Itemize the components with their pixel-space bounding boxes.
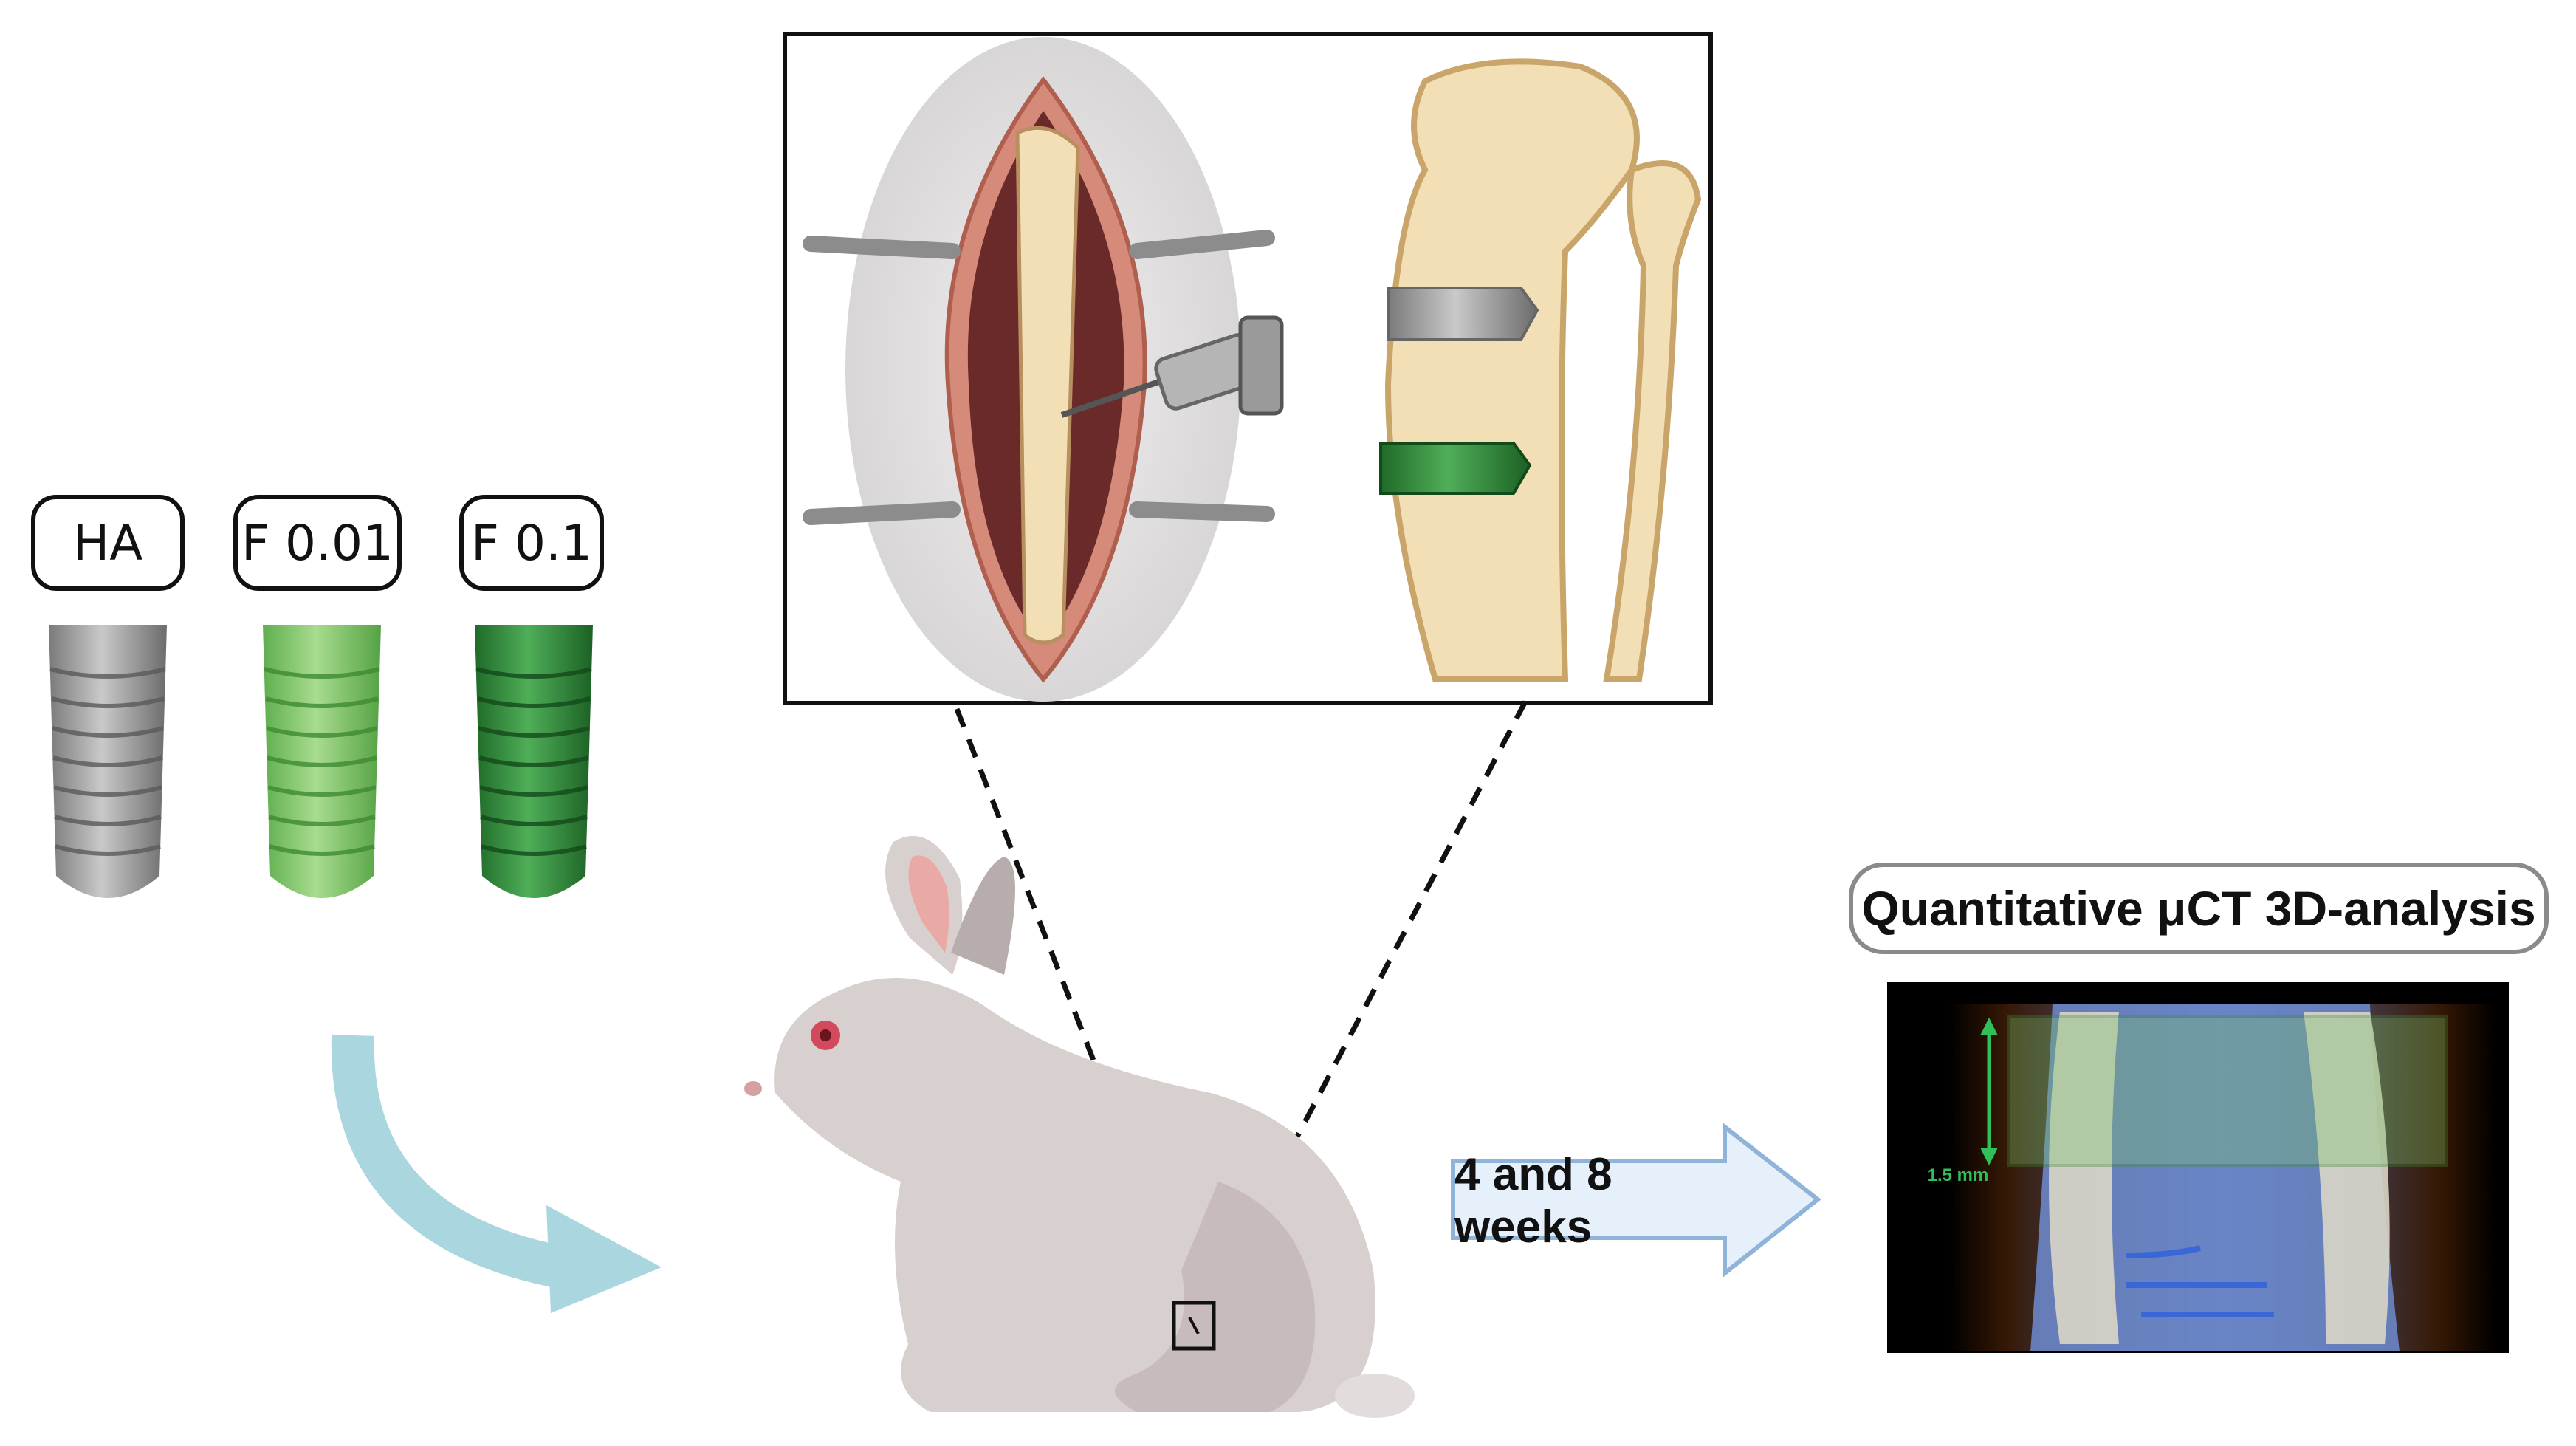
curved-arrow <box>331 1035 662 1313</box>
surgery-panel <box>783 32 1713 705</box>
implant-icon <box>49 625 167 898</box>
surgery-icon <box>803 37 1284 702</box>
scale-label: 1.5 mm <box>1927 1165 1989 1185</box>
timeline-label: 4 and 8 weeks <box>1454 1149 1612 1253</box>
timeline-arrow <box>1451 1122 1821 1278</box>
implant-label-f001: F 0.01 <box>233 495 402 591</box>
analysis-title: Quantitative μCT 3D-analysis <box>1849 863 2549 954</box>
implant-icon <box>263 625 381 898</box>
tibia-icon <box>1379 58 1702 682</box>
implant-label-f01: F 0.1 <box>459 495 604 591</box>
implant-icon <box>475 625 593 898</box>
drill-icon <box>1060 315 1284 418</box>
microct-image <box>1887 982 2509 1353</box>
rabbit-icon <box>744 835 1415 1418</box>
implant-label-ha: HA <box>31 495 185 591</box>
